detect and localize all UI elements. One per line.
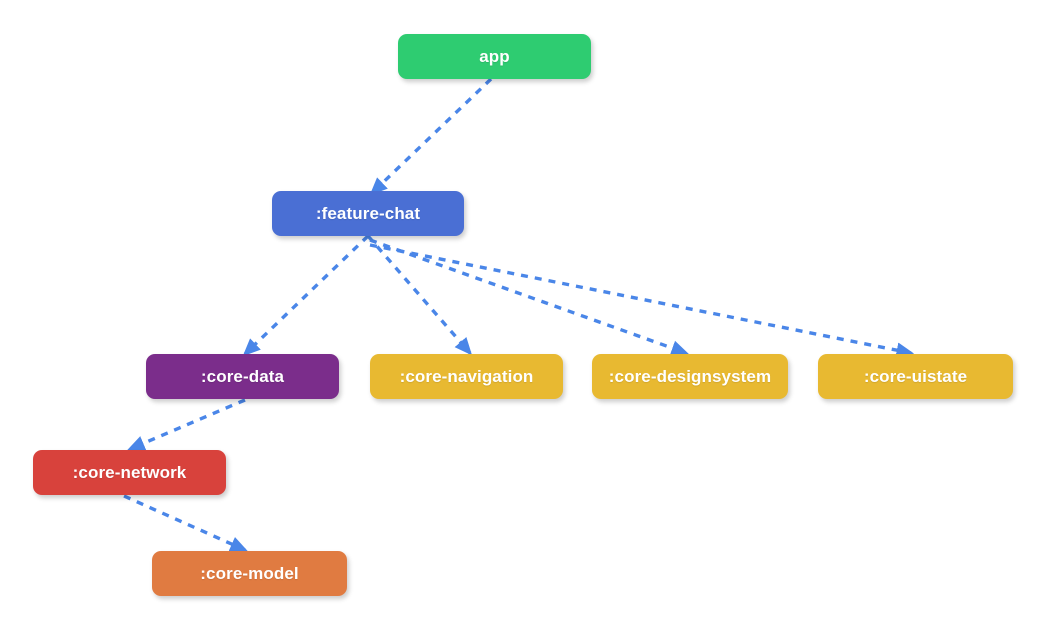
- node-core-uistate[interactable]: :core-uistate: [818, 354, 1013, 399]
- node-app[interactable]: app: [398, 34, 591, 79]
- node-label-core-navigation: :core-navigation: [399, 367, 534, 386]
- node-label-core-network: :core-network: [72, 463, 187, 482]
- node-core-designsystem[interactable]: :core-designsystem: [592, 354, 788, 399]
- node-label-core-designsystem: :core-designsystem: [608, 367, 772, 386]
- node-label-core-data: :core-data: [200, 367, 285, 386]
- node-label-core-uistate: :core-uistate: [863, 367, 968, 386]
- node-label-app: app: [479, 47, 510, 66]
- node-core-data[interactable]: :core-data: [146, 354, 339, 399]
- node-label-core-model: :core-model: [200, 564, 299, 583]
- node-feature-chat[interactable]: :feature-chat: [272, 191, 464, 236]
- node-core-navigation[interactable]: :core-navigation: [370, 354, 563, 399]
- node-core-model[interactable]: :core-model: [152, 551, 347, 596]
- node-core-network[interactable]: :core-network: [33, 450, 226, 495]
- node-label-feature-chat: :feature-chat: [315, 204, 421, 223]
